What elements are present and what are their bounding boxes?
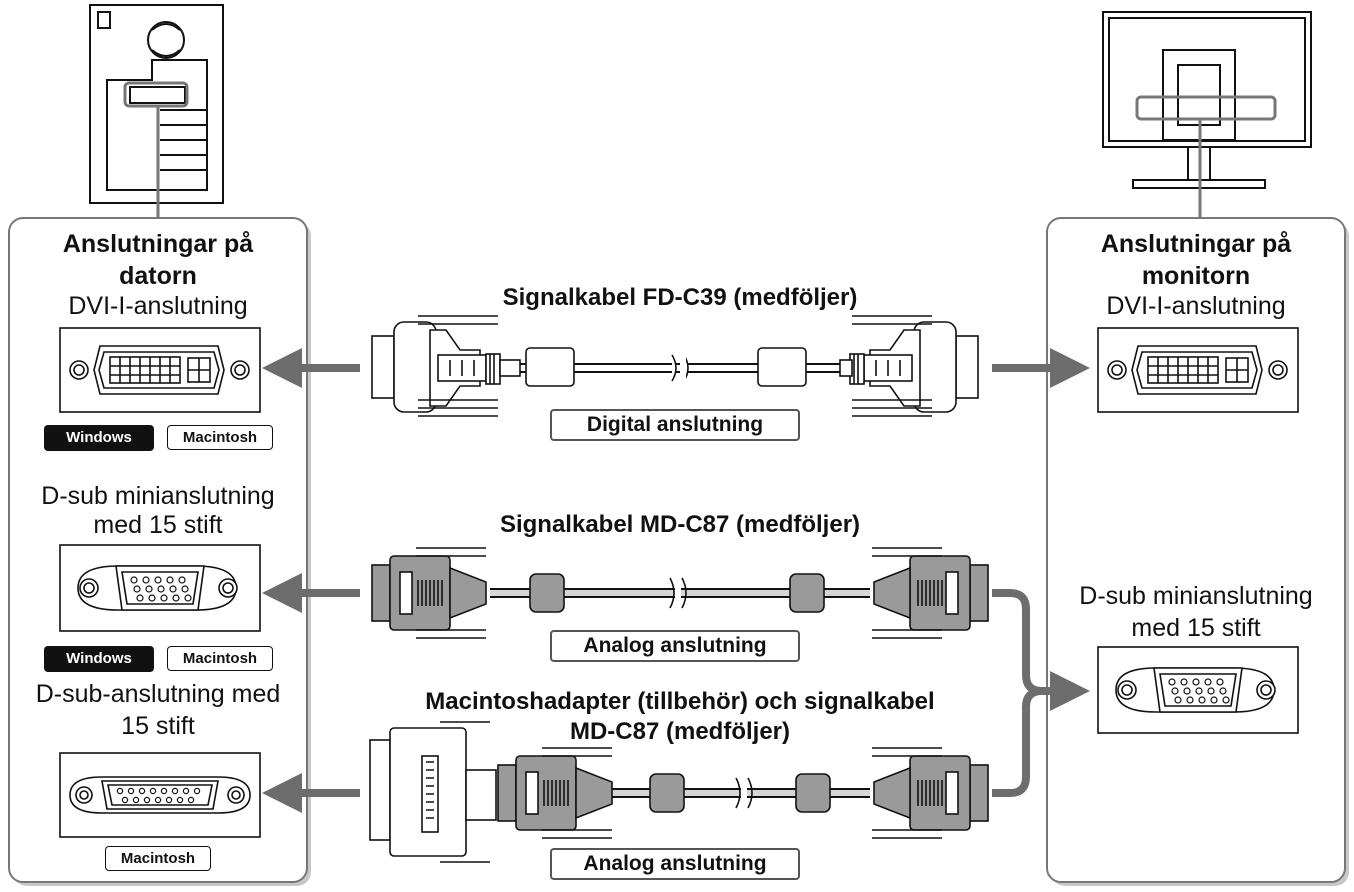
computer-port-highlight xyxy=(123,81,189,108)
computer-dsub-label-line1: D-sub-anslutning med xyxy=(35,680,281,708)
monitor-panel-title-line1: Anslutningar på xyxy=(1100,230,1292,258)
monitor-port-highlight xyxy=(1135,95,1277,121)
computer-dvi-label: DVI-I-anslutning xyxy=(68,292,248,320)
computer-dsub-label-line2: 15 stift xyxy=(121,712,195,740)
computer-dvi-macintosh-badge: Macintosh xyxy=(167,425,273,450)
mac-cable-title-line1: Macintoshadapter (tillbehör) och signalk… xyxy=(425,688,935,715)
monitor-dsub-mini-label-line2: med 15 stift xyxy=(1131,614,1261,642)
mac-adapter-icon xyxy=(369,721,497,863)
computer-dvi-windows-badge: Windows xyxy=(44,425,154,451)
mac-analog-connection-tag: Analog anslutning xyxy=(550,848,800,880)
monitor-back-icon xyxy=(1102,11,1312,189)
mac-cable-title-line2: MD-C87 (medföljer) xyxy=(569,718,791,745)
computer-dsub-macintosh-badge: Macintosh xyxy=(105,846,211,871)
computer-dsub-mini-label-line2: med 15 stift xyxy=(93,511,223,539)
monitor-dvi-port-icon xyxy=(1097,327,1299,413)
computer-dsub-mini-macintosh-badge: Macintosh xyxy=(167,646,273,671)
computer-panel-title-line1: Anslutningar på xyxy=(62,230,254,258)
computer-dsub-mini-pins xyxy=(130,576,192,602)
monitor-dsub-mini-label-line1: D-sub minianslutning xyxy=(1079,582,1313,610)
monitor-dvi-label: DVI-I-anslutning xyxy=(1106,292,1286,320)
computer-tower-icon xyxy=(89,4,224,204)
monitor-panel-title-line2: monitorn xyxy=(1141,262,1251,290)
computer-dsub-port-icon xyxy=(59,752,261,838)
digital-cable-title: Signalkabel FD-C39 (medföljer) xyxy=(502,284,858,311)
mac-analog-cable-icon xyxy=(497,747,989,839)
computer-dsub-pins xyxy=(116,787,201,804)
monitor-dsub-mini-pins xyxy=(1168,678,1230,704)
arrow-merge-bottom xyxy=(992,687,1043,797)
digital-connection-tag: Digital anslutning xyxy=(550,409,800,441)
flow-arrows xyxy=(262,348,1090,813)
analog-cable-title: Signalkabel MD-C87 (medföljer) xyxy=(499,511,861,538)
computer-panel-title-line2: datorn xyxy=(119,262,197,290)
dvi-cable-icon xyxy=(371,315,979,417)
computer-dsub-mini-windows-badge: Windows xyxy=(44,646,154,672)
computer-dsub-mini-label-line1: D-sub minianslutning xyxy=(41,482,275,510)
arrow-merge-top xyxy=(992,589,1043,695)
computer-dvi-port-icon xyxy=(59,327,261,413)
analog-cable-icon xyxy=(371,547,989,639)
analog-connection-tag: Analog anslutning xyxy=(550,630,800,662)
